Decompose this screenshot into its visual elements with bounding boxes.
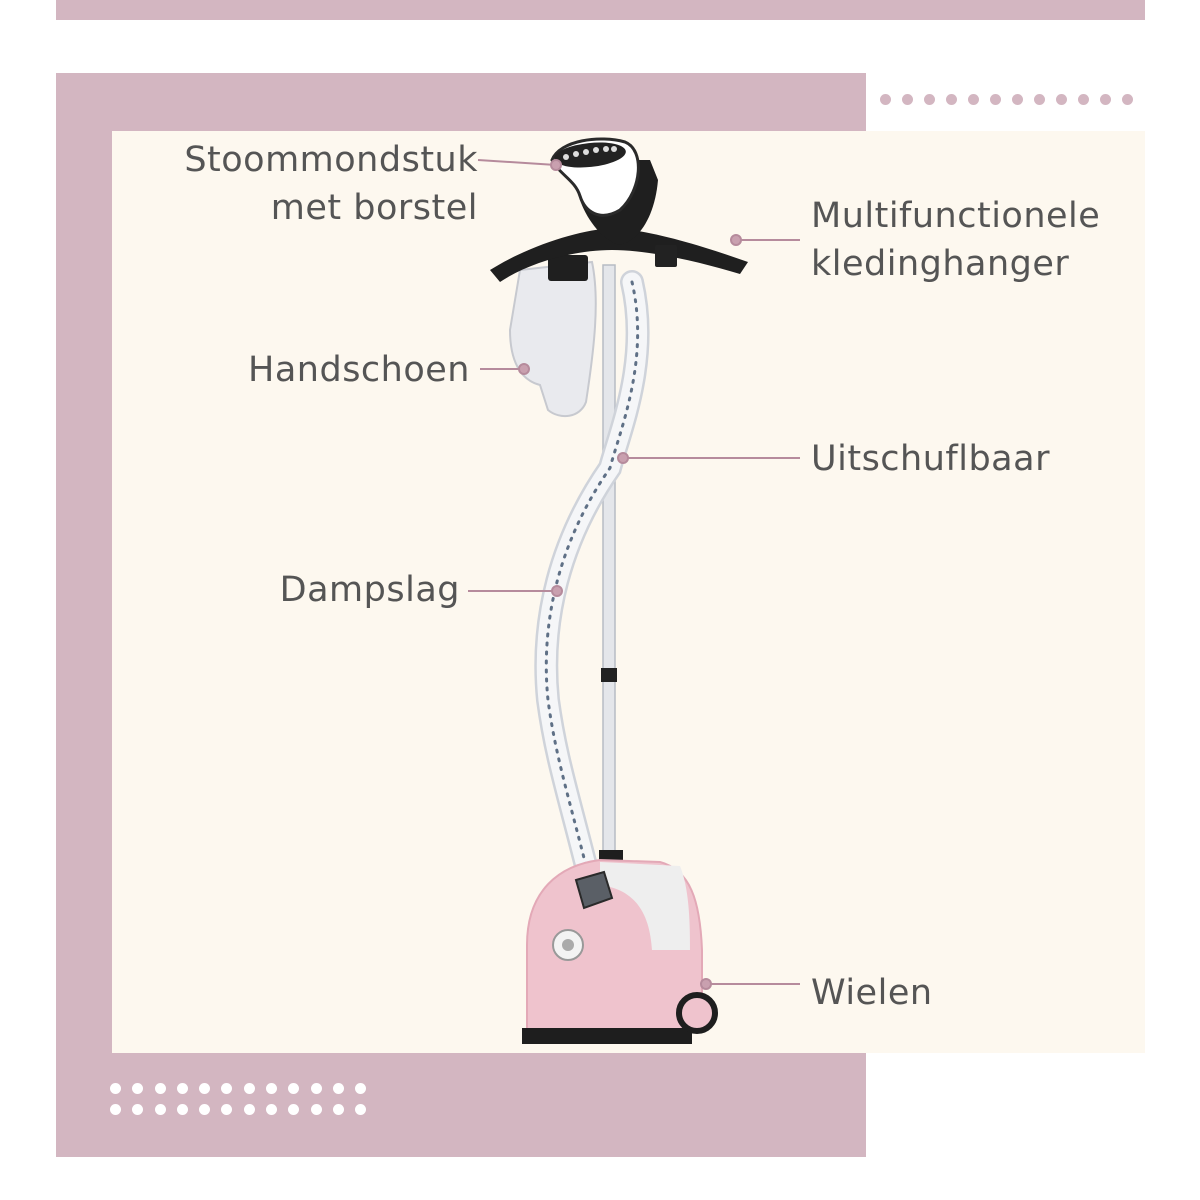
decorative-dot [132, 1104, 144, 1115]
decorative-dot [968, 94, 979, 105]
decorative-dot [243, 1104, 255, 1115]
water-tank-cap [600, 862, 690, 950]
label-nozzle: Stoommondstuk met borstel [140, 136, 478, 232]
label-wheels: Wielen [811, 973, 933, 1013]
label-hanger: Multifunctionele kledinghanger [811, 192, 1100, 288]
marker-glove [518, 363, 530, 375]
top-band [56, 0, 1145, 20]
decorative-dot [132, 1083, 144, 1094]
glove-clip [548, 255, 588, 281]
decorative-dot [310, 1083, 322, 1094]
steam-hose-pattern [544, 280, 640, 892]
power-dial-center [562, 939, 574, 951]
decorative-dot [1056, 94, 1067, 105]
decorative-dot [990, 94, 1001, 105]
label-hanger-line2: kledinghanger [811, 244, 1070, 284]
decorative-dot [176, 1083, 188, 1094]
decorative-dot [880, 94, 891, 105]
decorative-dot [355, 1104, 367, 1115]
decorative-dot [902, 94, 913, 105]
base-feet [522, 1028, 692, 1044]
decorative-dot [199, 1083, 211, 1094]
decorative-dot [243, 1083, 255, 1094]
label-nozzle-line2: met borstel [270, 188, 478, 228]
marker-hanger [730, 234, 742, 246]
decorative-dot [288, 1104, 300, 1115]
decorative-dot [110, 1083, 121, 1094]
hanger-clip-right [655, 245, 677, 267]
decorative-dot [199, 1104, 211, 1115]
decorative-dots-bottom [110, 1083, 378, 1115]
decorative-dot [332, 1083, 344, 1094]
leader-nozzle [477, 159, 557, 166]
decorative-dot [176, 1104, 188, 1115]
label-extendable: Uitschuflbaar [811, 439, 1050, 479]
marker-wheels [700, 978, 712, 990]
telescopic-pole [602, 264, 616, 866]
decorative-dot [310, 1104, 322, 1115]
decorative-dot [355, 1083, 367, 1094]
wheel-icon [676, 992, 718, 1034]
label-nozzle-line1: Stoommondstuk [184, 140, 478, 180]
label-hose: Dampslag [279, 570, 460, 610]
decorative-dot [924, 94, 935, 105]
glove [508, 260, 597, 418]
marker-nozzle [550, 159, 562, 171]
decorative-dot [1100, 94, 1111, 105]
marker-hose [551, 585, 563, 597]
hose-connector [574, 870, 614, 910]
decorative-dot [154, 1083, 166, 1094]
decorative-dot [288, 1083, 300, 1094]
decorative-dot [266, 1104, 278, 1115]
decorative-dot [946, 94, 957, 105]
decorative-dot [266, 1083, 278, 1094]
decorative-dots-top [880, 94, 1144, 105]
decorative-dot [110, 1104, 121, 1115]
decorative-dot [1034, 94, 1045, 105]
decorative-dot [1122, 94, 1133, 105]
decorative-dot [1078, 94, 1089, 105]
decorative-dot [332, 1104, 344, 1115]
label-glove: Handschoen [248, 350, 470, 390]
marker-extendable [617, 452, 629, 464]
nozzle-brush-bristles [563, 146, 617, 160]
label-hanger-line1: Multifunctionele [811, 196, 1101, 236]
decorative-dot [221, 1083, 233, 1094]
decorative-dot [154, 1104, 166, 1115]
clothes-hanger [490, 228, 748, 282]
pole-clamp-lower [601, 668, 617, 682]
decorative-dot [1012, 94, 1023, 105]
decorative-dot [221, 1104, 233, 1115]
